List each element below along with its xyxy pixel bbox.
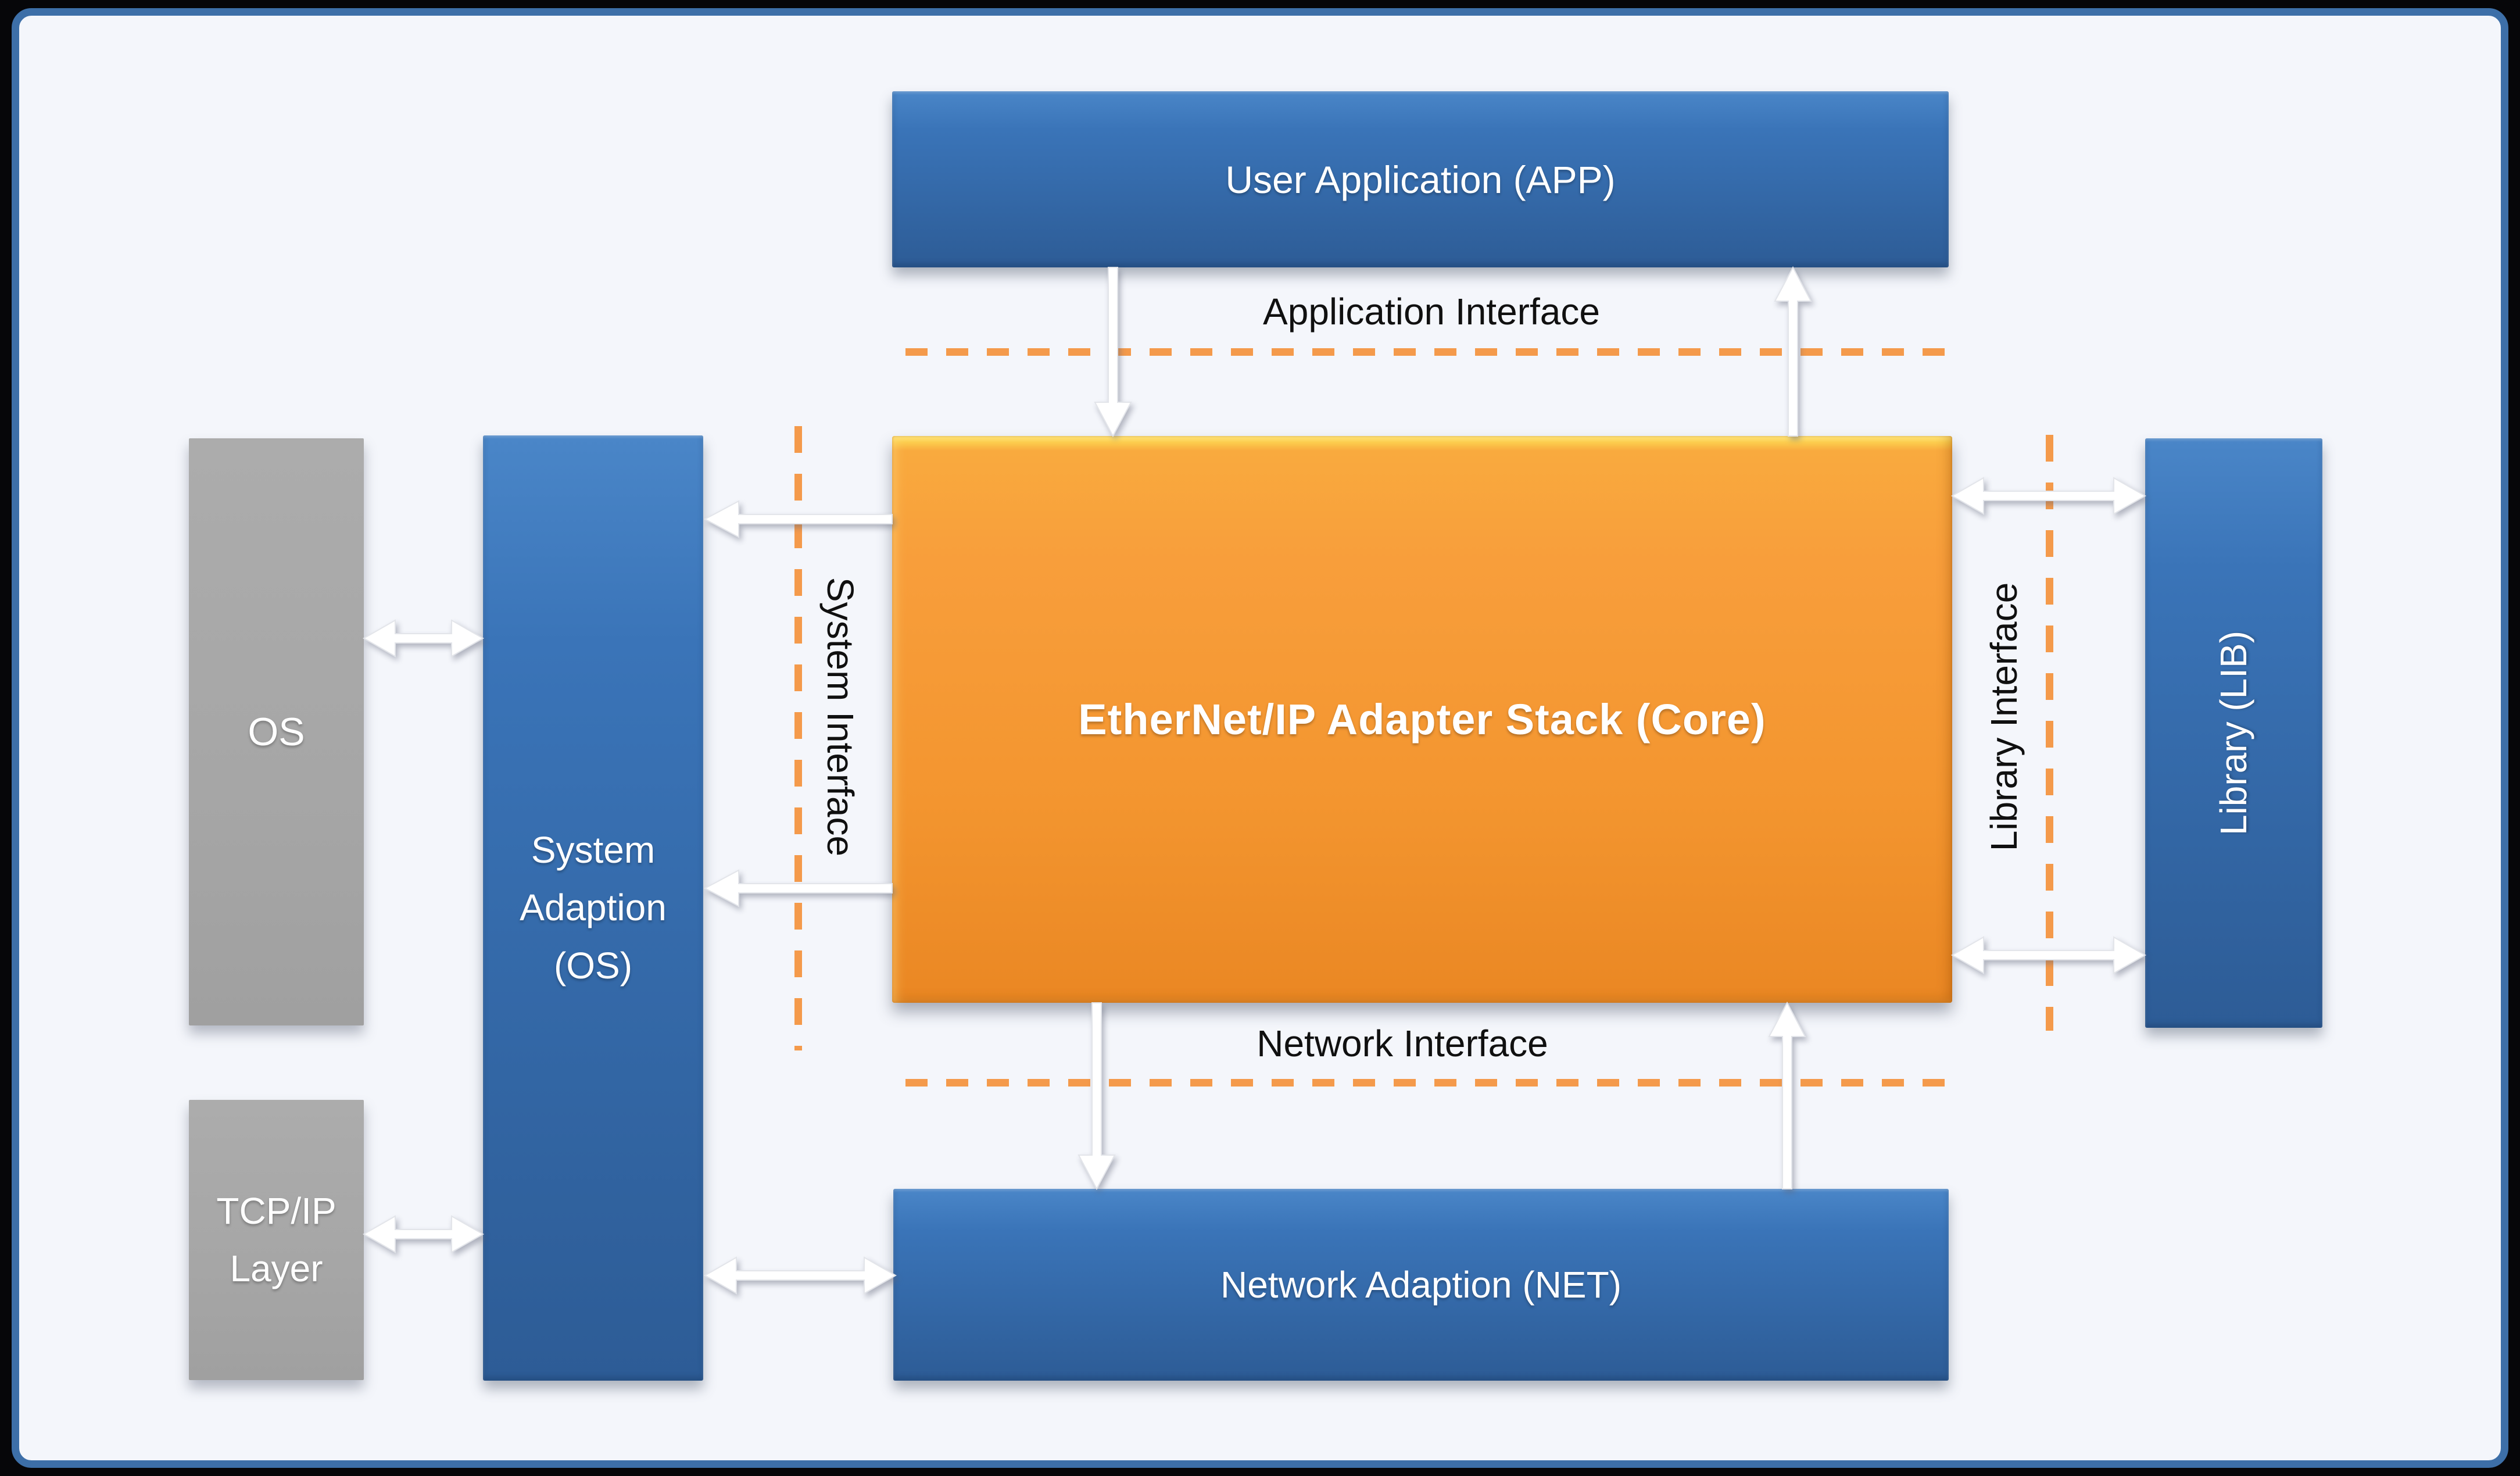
- application-interface-divider: [905, 348, 1952, 356]
- system-adaption-line-2: Adaption: [520, 887, 667, 929]
- arrow-tcpip-system-adaption: [362, 1215, 485, 1253]
- application-interface-label: Application Interface: [1263, 291, 1600, 333]
- box-system-adaption: System Adaption (OS): [483, 435, 703, 1381]
- arrow-system-adaption-net-shape: [703, 1256, 897, 1295]
- box-library: Library (LIB): [2145, 438, 2322, 1028]
- diagram-panel: User Application (APP) Application Inter…: [12, 8, 2508, 1468]
- library-interface-divider: [2046, 435, 2053, 1031]
- arrow-core-library-lower: [1950, 936, 2147, 974]
- box-os-label: OS: [248, 710, 305, 754]
- arrow-app-to-core-shape: [1094, 267, 1132, 438]
- arrow-net-to-core: [1768, 1001, 1806, 1189]
- arrow-app-to-core: [1094, 267, 1132, 438]
- box-network-adaption-label: Network Adaption (NET): [1220, 1264, 1622, 1306]
- box-user-application: User Application (APP): [892, 91, 1949, 267]
- arrow-core-library-lower-shape: [1950, 936, 2147, 974]
- arrow-core-to-app: [1774, 266, 1812, 437]
- arrow-os-system-adaption: [362, 619, 485, 657]
- box-os: OS: [189, 438, 364, 1025]
- network-interface-label: Network Interface: [1257, 1023, 1548, 1064]
- box-user-application-label: User Application (APP): [1225, 158, 1616, 201]
- arrow-core-to-system-upper-shape: [703, 500, 893, 538]
- arrow-core-library-upper: [1950, 477, 2147, 515]
- box-ethernet-ip-adapter-stack-core: EtherNet/IP Adapter Stack (Core): [892, 436, 1952, 1003]
- arrow-net-to-core-shape: [1768, 1001, 1806, 1189]
- tcpip-line-2: Layer: [230, 1248, 323, 1289]
- tcpip-line-1: TCP/IP: [216, 1189, 337, 1232]
- system-adaption-line-1: System: [531, 829, 656, 871]
- box-library-label: Library (LIB): [2213, 630, 2255, 836]
- arrow-core-to-system-upper: [703, 500, 893, 538]
- box-core-label: EtherNet/IP Adapter Stack (Core): [1078, 695, 1766, 744]
- arrow-system-adaption-net: [703, 1256, 897, 1295]
- network-interface-divider: [905, 1079, 1952, 1087]
- arrow-core-to-system-lower: [703, 869, 893, 907]
- arrow-core-to-net: [1078, 1002, 1116, 1191]
- arrow-core-to-app-shape: [1774, 266, 1812, 437]
- box-tcpip-layer: TCP/IP Layer: [189, 1100, 364, 1380]
- arrow-core-library-upper-shape: [1950, 477, 2147, 515]
- arrow-core-to-system-lower-shape: [703, 869, 893, 907]
- system-adaption-line-3: (OS): [553, 944, 633, 987]
- arrow-tcpip-system-adaption-shape: [362, 1215, 485, 1253]
- arrow-core-to-net-shape: [1078, 1002, 1116, 1191]
- system-interface-divider: [794, 426, 802, 1050]
- library-interface-label: Library Interface: [1983, 582, 2025, 852]
- arrow-os-system-adaption-shape: [362, 619, 485, 657]
- box-network-adaption: Network Adaption (NET): [893, 1189, 1949, 1381]
